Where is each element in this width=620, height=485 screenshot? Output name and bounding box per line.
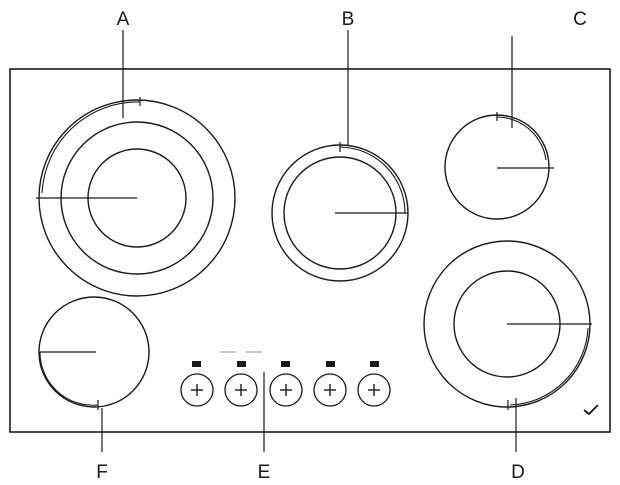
knob-zone-symbol-icon xyxy=(281,361,290,367)
zone-a-indicator-arc xyxy=(41,101,141,194)
control-knob[interactable] xyxy=(357,361,391,407)
zone-d-indicator-arc xyxy=(509,327,589,406)
brand-check-icon xyxy=(583,404,599,416)
cooktop-glass-panel xyxy=(9,68,611,433)
knob-zone-symbol-icon xyxy=(370,361,379,367)
knob-ring xyxy=(313,373,347,407)
callout-label-b: B xyxy=(342,9,355,30)
knob-ring xyxy=(357,373,391,407)
cooking-zone-c xyxy=(444,112,550,220)
callout-label-f: F xyxy=(96,462,108,483)
control-knob[interactable] xyxy=(180,361,214,407)
zone-f-ring xyxy=(38,296,150,408)
knob-ring xyxy=(180,373,214,407)
control-knob[interactable] xyxy=(269,361,303,407)
control-knob[interactable] xyxy=(224,361,258,407)
control-knob[interactable] xyxy=(313,361,347,407)
knob-zone-symbol-icon xyxy=(237,361,246,367)
zone-c-indicator-arc xyxy=(496,116,547,161)
callout-label-a: A xyxy=(117,9,130,30)
callout-label-e: E xyxy=(258,462,271,483)
callout-label-d: D xyxy=(511,462,525,483)
callout-label-c: C xyxy=(573,9,587,30)
knob-ring xyxy=(269,373,303,407)
cooking-zone-f xyxy=(38,296,150,410)
cooking-zone-a xyxy=(38,97,236,297)
knob-ring xyxy=(224,373,258,407)
knob-zone-symbol-icon xyxy=(326,361,335,367)
zone-b-indicator-arc xyxy=(339,146,406,214)
zone-f-indicator-arc xyxy=(39,351,99,406)
control-knob-row xyxy=(180,351,391,407)
knob-zone-symbol-icon xyxy=(192,361,201,367)
